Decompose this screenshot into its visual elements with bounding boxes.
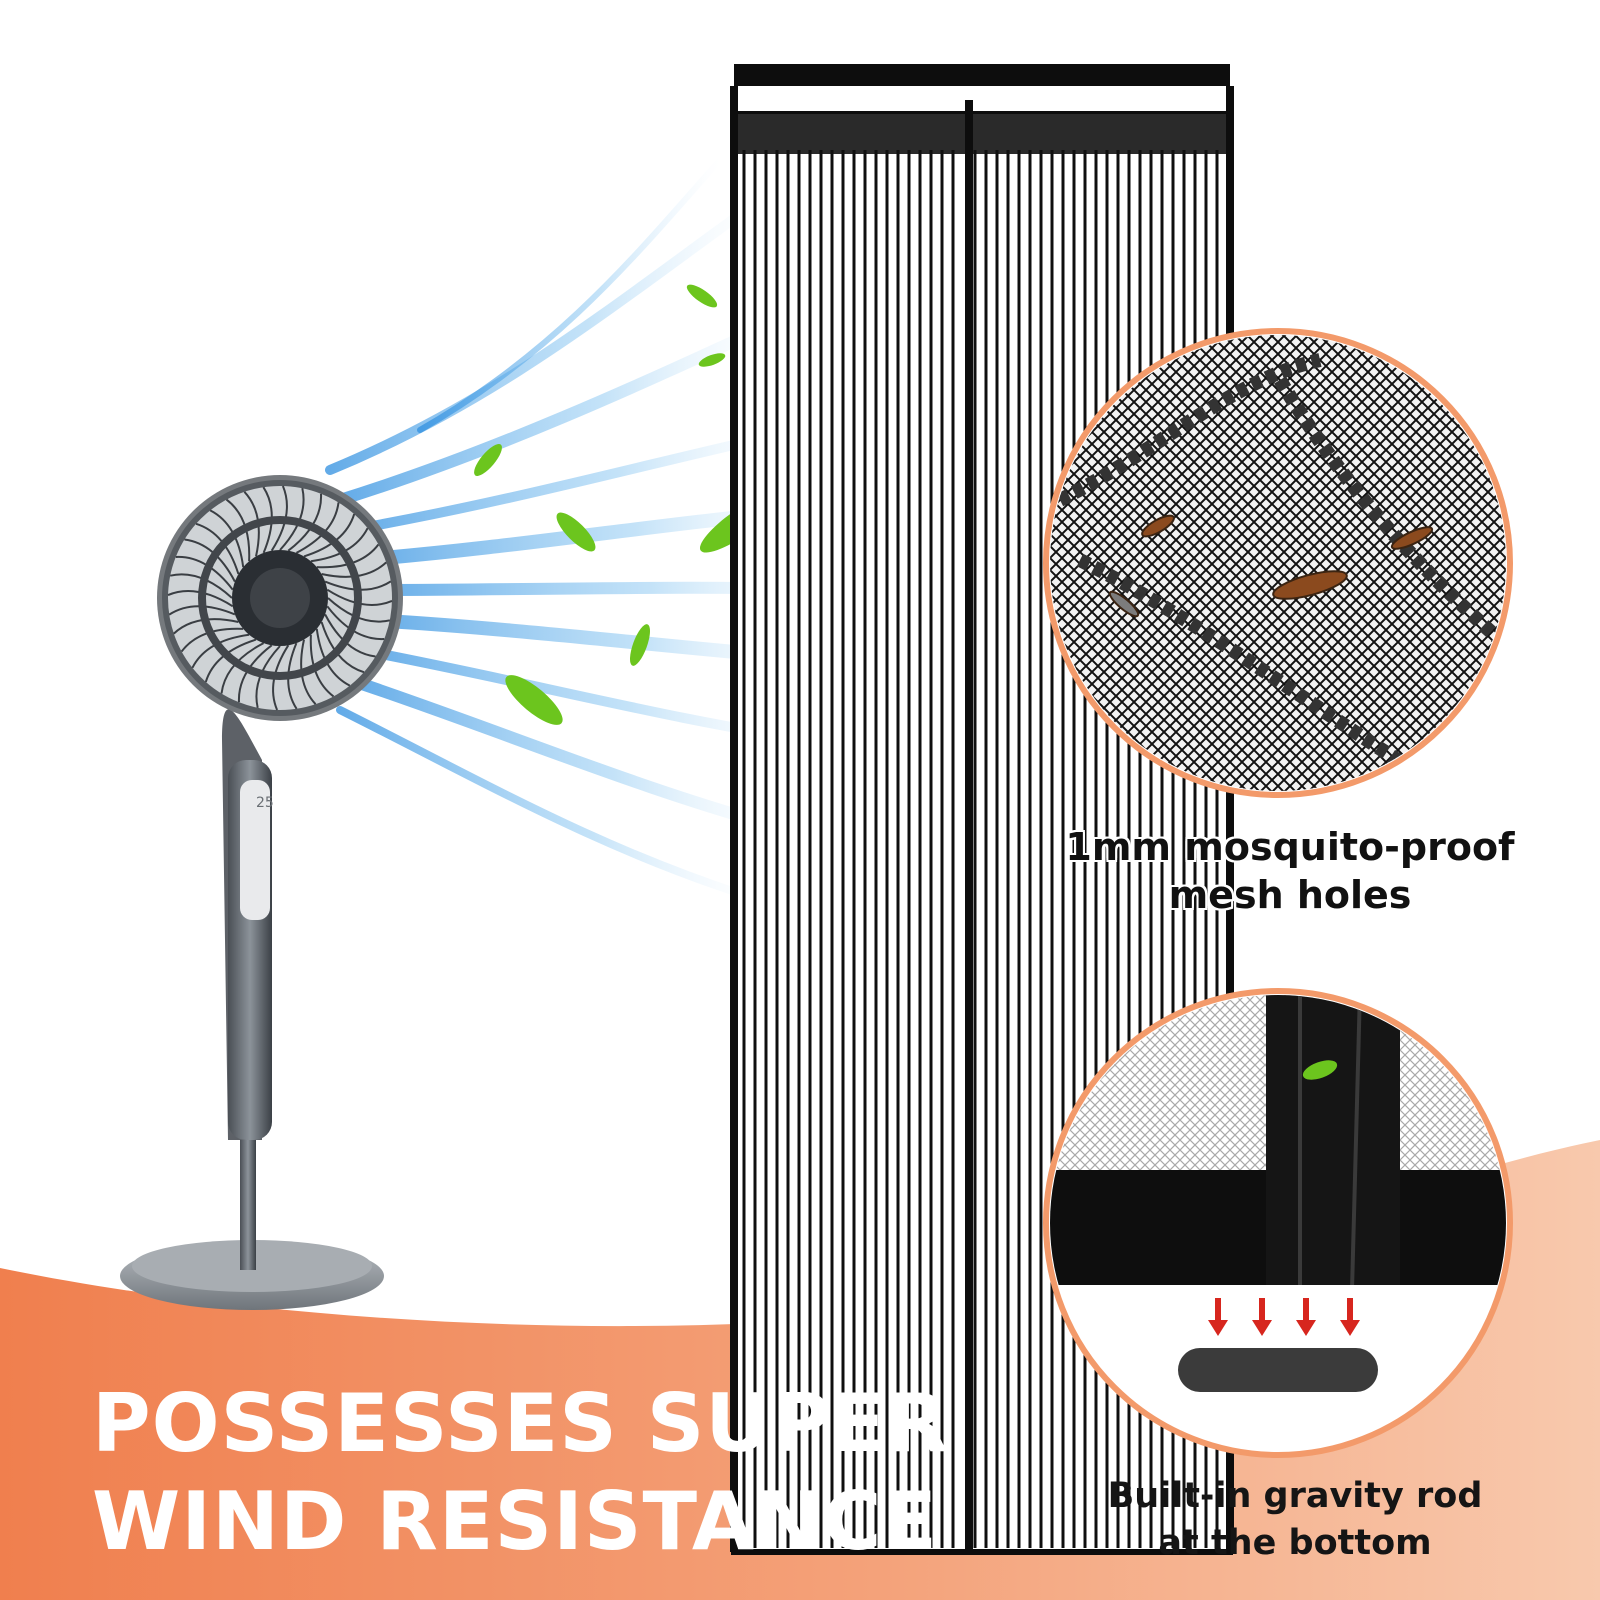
mesh-caption-line-2: mesh holes — [1168, 873, 1412, 917]
headline: POSSESSES SUPER WIND RESISTANCE — [92, 1375, 992, 1571]
fan-display-value: 25 — [256, 795, 274, 811]
mesh-caption: 1mm mosquito-proof mesh holes — [1040, 823, 1540, 919]
rod-caption-line-1: Built-in gravity rod — [1107, 1476, 1483, 1516]
headline-line-1: POSSESSES SUPER — [92, 1377, 950, 1470]
rod-caption-line-2: at the bottom — [1158, 1523, 1432, 1563]
mesh-caption-line-1: 1mm mosquito-proof — [1065, 825, 1515, 869]
headline-line-2: WIND RESISTANCE — [92, 1475, 939, 1568]
mesh-closeup-callout — [1043, 328, 1513, 798]
down-arrow-icons — [1208, 1298, 1360, 1336]
mosquito-icons — [1108, 514, 1434, 618]
stand-fan — [120, 475, 403, 1310]
rod-caption: Built-in gravity rod at the bottom — [1055, 1473, 1535, 1567]
